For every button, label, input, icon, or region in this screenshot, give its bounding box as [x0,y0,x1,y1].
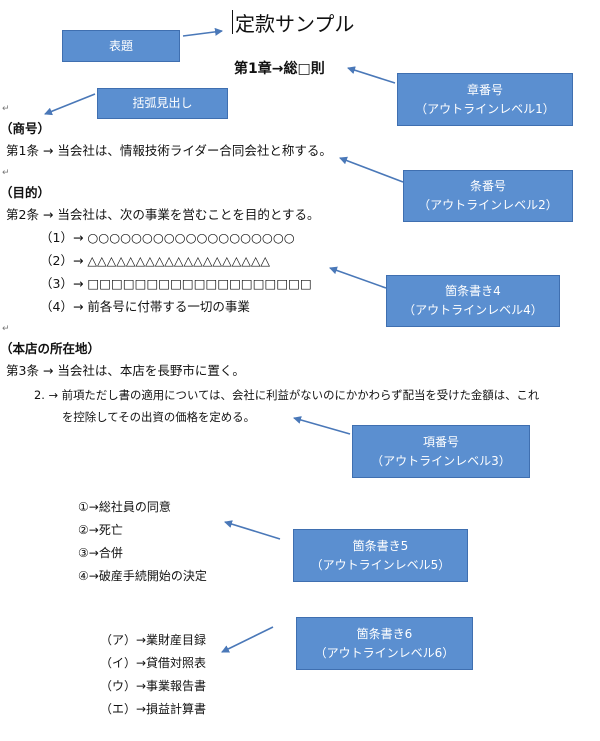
bullet5-callout: 箇条書き5 （アウトラインレベル5） [293,529,468,582]
list-item: （2）→ △△△△△△△△△△△△△△△△△△△ [40,253,271,268]
list-item: （エ）→損益計算書 [100,702,207,716]
bullet4-callout: 箇条書き4 （アウトラインレベル4） [386,275,560,327]
list-item: （ウ）→事業報告書 [100,679,207,693]
callout-sublabel: （アウトラインレベル3） [371,453,511,468]
callout-label: 括弧見出し [132,96,193,110]
paragraph-number-callout: 項番号 （アウトラインレベル3） [352,425,530,478]
paragraph-mark: ↵ [2,168,10,178]
list-item: （1）→ ○○○○○○○○○○○○○○○○○○○ [40,230,295,245]
chapter-arrow [347,66,396,84]
article-3: 第3条 → 当会社は、本店を長野市に置く。 [6,363,245,378]
paragraph-mark: ↵ [2,324,10,334]
list-item: ④→破産手続開始の決定 [78,569,207,583]
callout-sublabel: （アウトラインレベル4） [403,303,543,317]
callout-sublabel: （アウトラインレベル5） [310,557,451,572]
paragraph-arrow [293,416,351,435]
bracket-arrow [44,93,96,116]
article-2: 第2条 → 当会社は、次の事業を営むことを目的とする。 [6,207,320,222]
callout-label: 項番号 [422,434,459,449]
callout-label: 章番号 [466,82,503,97]
paragraph-2-line2: を控除してその出資の価格を定める。 [62,410,255,424]
list-item: ②→死亡 [78,523,123,537]
section-heading: （商号） [0,121,51,136]
bullet6-callout: 箇条書き6 （アウトラインレベル6） [296,617,473,670]
section-heading: （本店の所在地） [0,341,101,356]
callout-label: 箇条書き5 [352,538,409,553]
title-arrow [182,27,223,37]
callout-label: 箇条書き4 [445,284,501,298]
section-heading: （目的） [0,185,51,200]
title-callout: 表題 [62,30,180,62]
paragraph-2-line1: 2. → 前項ただし書の適用については、会社に利益がないのにかかわらず配当を受け… [34,388,540,402]
paragraph-mark: ↵ [2,104,10,114]
list-item: （4）→ 前各号に付帯する一切の事業 [40,299,250,314]
article-arrow [339,156,404,183]
article-1: 第1条 → 当会社は、情報技術ライダー合同会社と称する。 [6,143,332,158]
article-number-callout: 条番号 （アウトラインレベル2） [403,170,573,222]
list-item: ①→総社員の同意 [78,500,171,514]
chapter-number-callout: 章番号 （アウトラインレベル1） [397,73,573,126]
list-item: （イ）→貸借対照表 [100,656,207,670]
doc-title: 定款サンプル [235,12,355,36]
list-item: （ア）→業財産目録 [100,633,207,647]
bullet6-arrow [221,626,274,653]
list-item: （3）→ □□□□□□□□□□□□□□□□□□□ [40,276,312,291]
callout-label: 表題 [108,38,133,53]
text-cursor [232,10,233,34]
chapter-heading: 第1章→総□則 [234,61,325,77]
list-item: ③→合併 [78,546,123,560]
callout-sublabel: （アウトラインレベル6） [314,645,455,660]
callout-sublabel: （アウトラインレベル1） [415,101,555,116]
callout-sublabel: （アウトラインレベル2） [418,198,558,212]
callout-label: 条番号 [469,179,506,193]
callout-label: 箇条書き6 [356,626,413,641]
bullet5-arrow [224,520,281,540]
bullet4-arrow [329,266,387,289]
bracket-heading-callout: 括弧見出し [97,88,228,119]
